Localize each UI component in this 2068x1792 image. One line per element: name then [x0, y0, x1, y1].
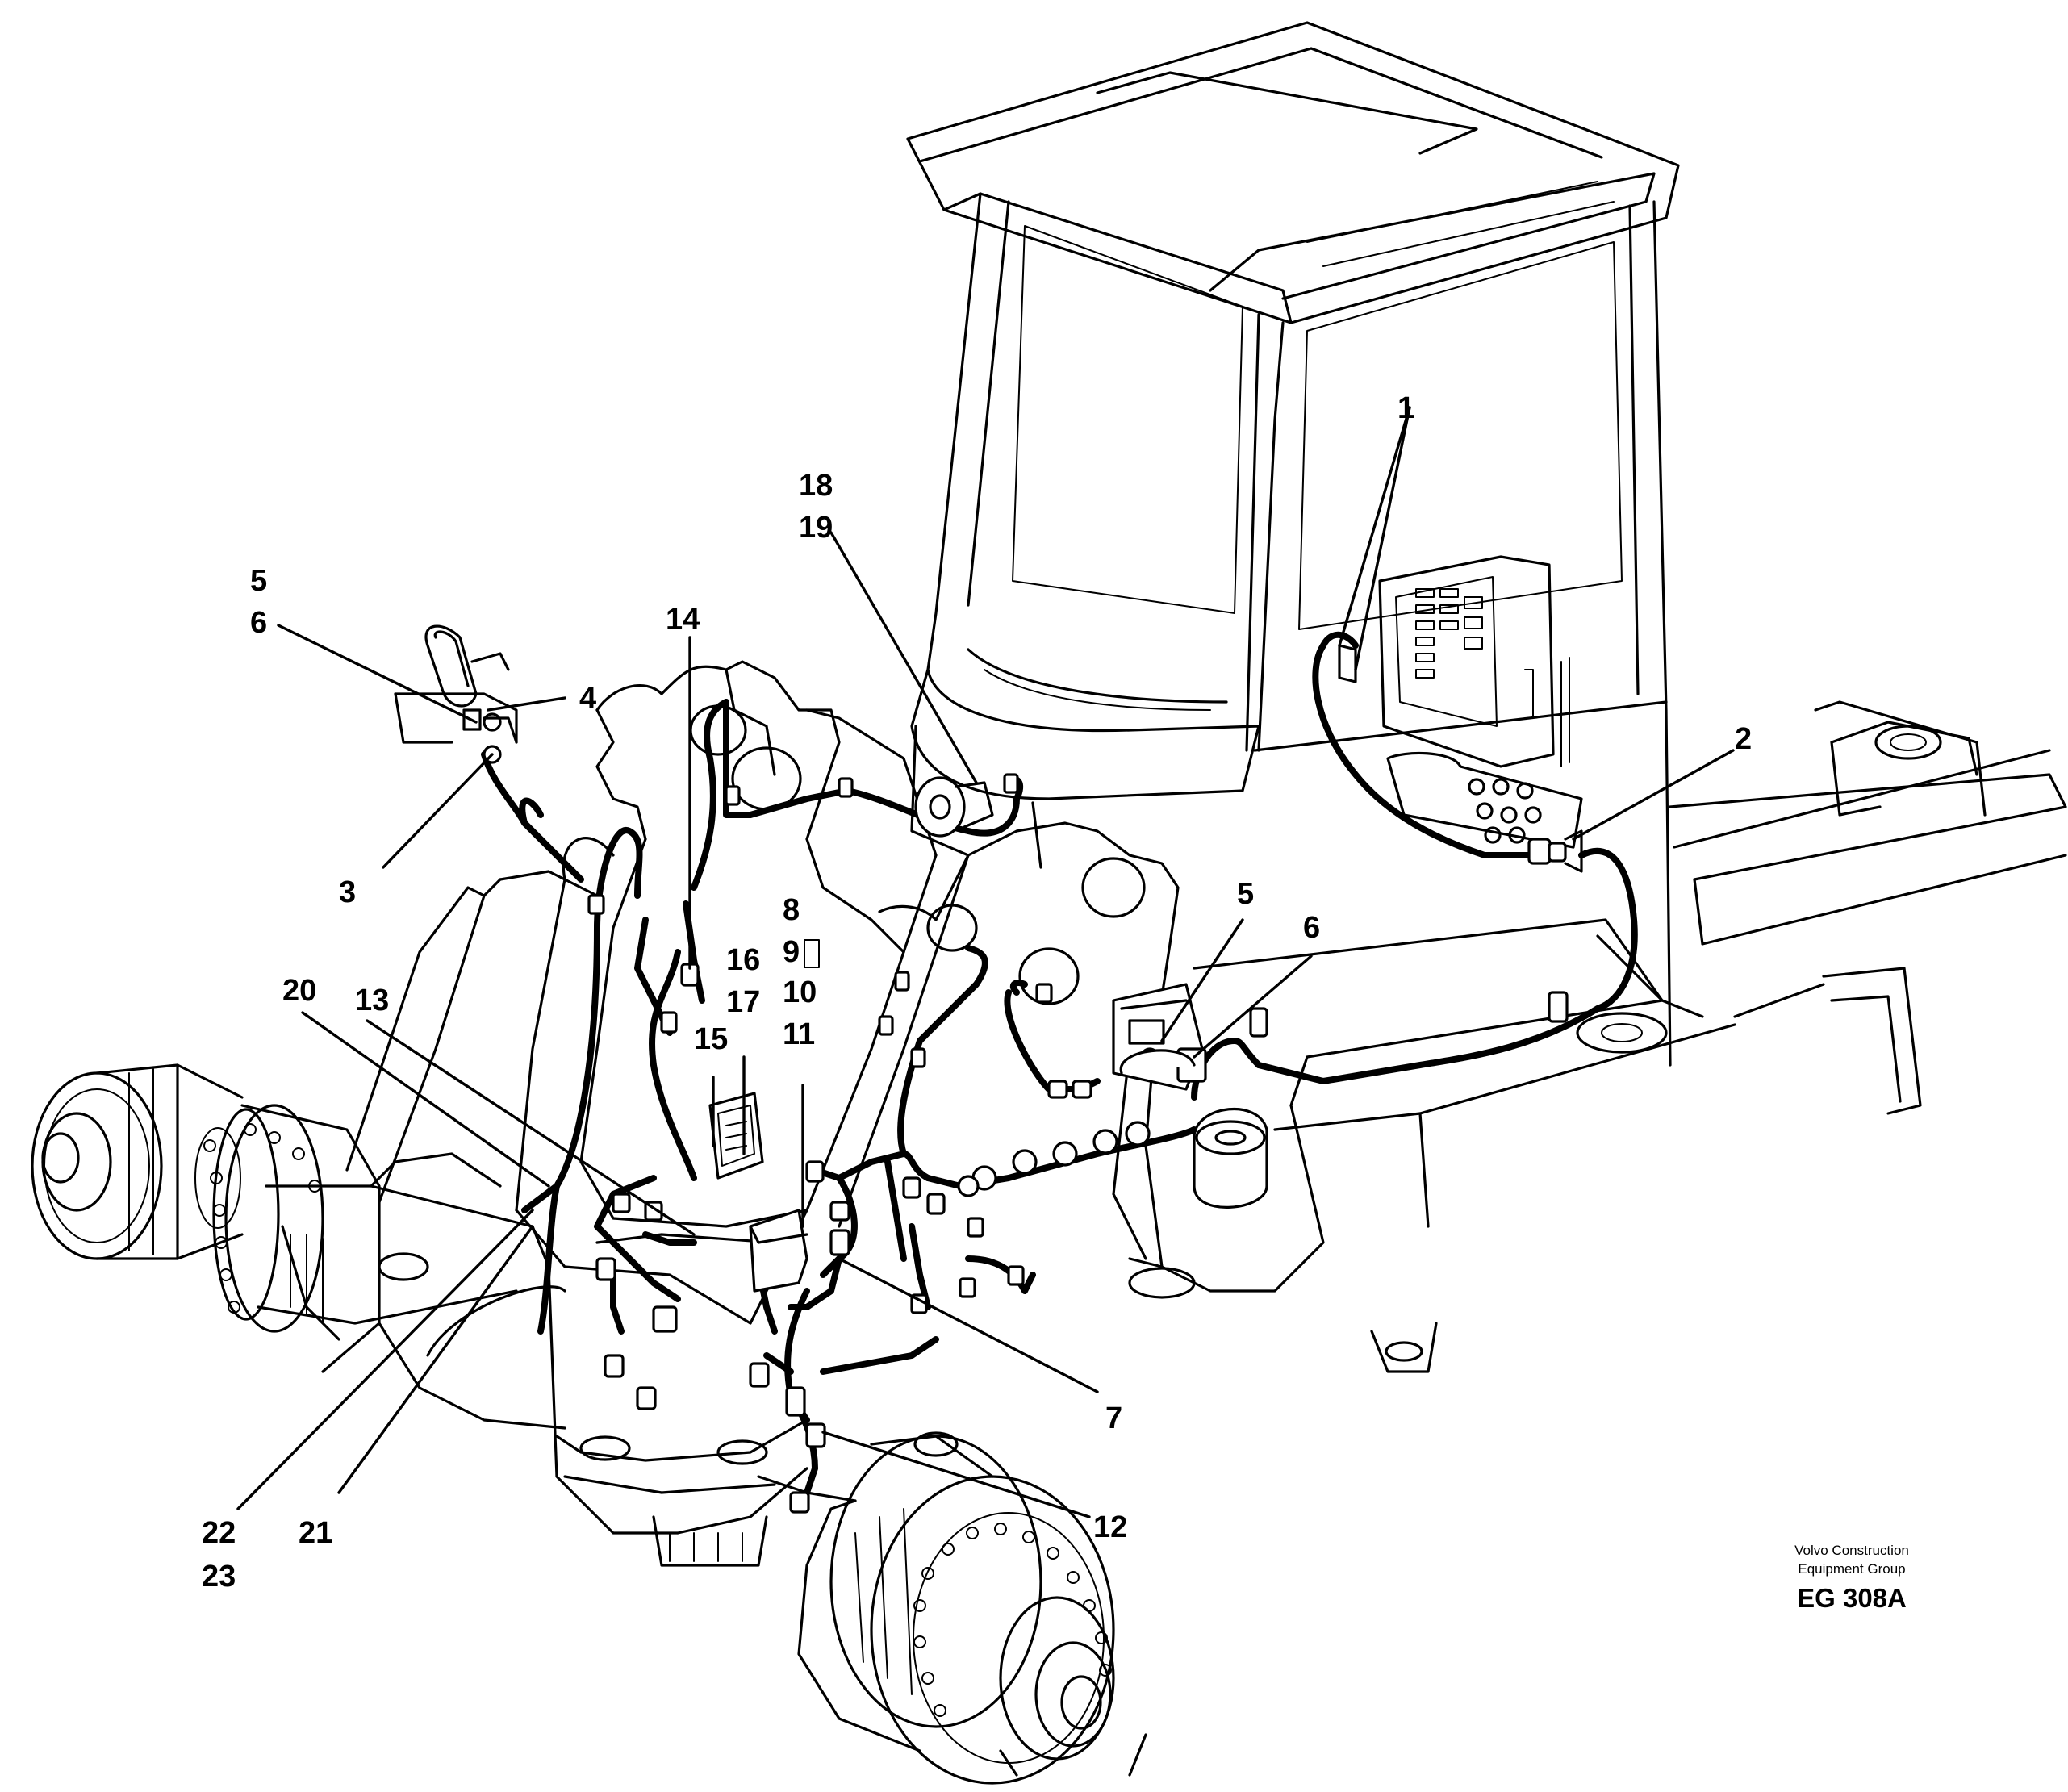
components	[394, 555, 1583, 1514]
callout-9: 9	[783, 935, 800, 969]
callout-19: 19	[799, 511, 833, 545]
callout-14: 14	[666, 603, 700, 637]
callout-labels: 1 2 3 4 5 6 5 6 7 8 9 10 11 12 13 14 15 …	[202, 391, 1752, 1594]
callout-10: 10	[783, 975, 817, 1009]
rear-frame	[1128, 700, 2067, 1373]
publisher-line-1: Volvo Construction	[1794, 1543, 1909, 1558]
callout-6-right: 6	[1303, 911, 1320, 945]
callout-16: 16	[726, 943, 760, 977]
callout-23: 23	[202, 1560, 236, 1594]
publisher-block: Volvo Construction Equipment Group EG 30…	[1794, 1543, 1909, 1613]
callout-7: 7	[1105, 1401, 1122, 1435]
callout-8: 8	[783, 893, 800, 927]
hub-bolts-left	[203, 1123, 321, 1314]
callout-18: 18	[799, 469, 833, 503]
cable-clamps	[957, 1121, 1151, 1197]
hub-bolts-right	[913, 1523, 1112, 1717]
callout-21: 21	[299, 1516, 332, 1550]
callout-9-box	[804, 939, 820, 968]
leader-lines	[236, 406, 1735, 1518]
callout-2: 2	[1735, 722, 1752, 756]
reference-code: EG 308A	[1797, 1583, 1907, 1613]
horn	[914, 776, 994, 838]
callout-12: 12	[1093, 1510, 1127, 1544]
front-frame	[345, 660, 1180, 1567]
junction-box-right	[1112, 983, 1207, 1091]
connector-2	[1527, 829, 1583, 873]
callout-20: 20	[282, 974, 316, 1008]
callout-1: 1	[1397, 391, 1414, 425]
control-unit	[708, 1092, 764, 1180]
operator-cab	[906, 21, 1680, 1067]
callout-5-right: 5	[1237, 877, 1254, 911]
callout-3: 3	[339, 875, 356, 909]
work-light	[394, 624, 518, 764]
callout-5-left: 5	[250, 564, 267, 598]
front-axle	[31, 1063, 1147, 1785]
publisher-line-2: Equipment Group	[1798, 1561, 1905, 1577]
callout-11: 11	[783, 1017, 815, 1051]
relay-block	[749, 1209, 808, 1293]
callout-17: 17	[726, 985, 760, 1019]
callout-4: 4	[579, 682, 596, 716]
callout-15: 15	[694, 1022, 728, 1056]
fuse-relay-box	[1338, 555, 1570, 768]
callout-13: 13	[355, 984, 389, 1017]
callout-6-left: 6	[250, 606, 267, 640]
callout-22: 22	[202, 1516, 236, 1550]
floor-plate	[1386, 751, 1583, 849]
